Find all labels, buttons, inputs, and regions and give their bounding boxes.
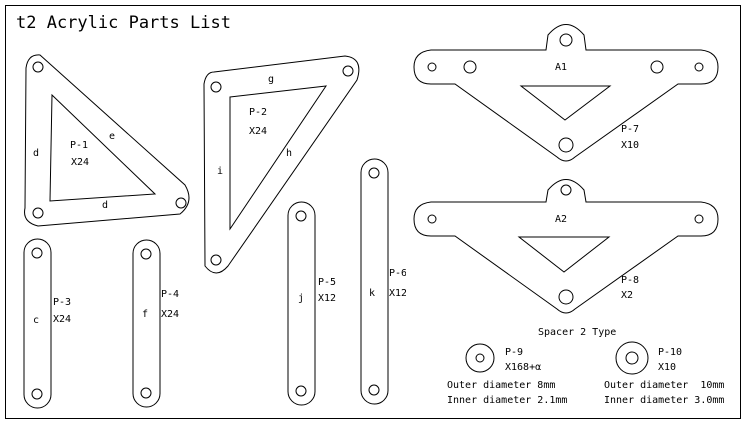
- spacer-heading: Spacer 2 Type: [538, 327, 616, 338]
- part-p4-hole: [140, 248, 152, 260]
- part-p9-inner-circle: [475, 353, 485, 363]
- part-p7: A1 P-7 X10: [413, 24, 719, 162]
- part-p7-tag: A1: [555, 62, 567, 73]
- part-p8-hole: [558, 289, 574, 305]
- part-p1-hole: [32, 61, 44, 73]
- part-p2: P-2 X24 g h i: [203, 55, 360, 274]
- part-p4: f P-4 X24: [132, 239, 179, 408]
- part-p8-tag: A2: [555, 214, 567, 225]
- part-p2-qty: X24: [249, 126, 267, 137]
- part-p5-hole: [295, 210, 307, 222]
- part-p1: P-1 X24 d e d: [24, 54, 190, 227]
- part-p2-cutout: [229, 85, 328, 231]
- part-p9-name: P-9: [505, 347, 523, 358]
- part-p2-name: P-2: [249, 107, 267, 118]
- part-p7-cutout: [519, 85, 612, 121]
- part-p10-inner-circle: [625, 351, 639, 365]
- part-p5-hole: [295, 385, 307, 397]
- part-p6-edge-label: k: [369, 288, 375, 299]
- part-p2-hole: [210, 254, 222, 266]
- part-p7-hole: [558, 137, 574, 153]
- part-p8-hole: [427, 214, 437, 224]
- part-p4-name: P-4: [161, 289, 179, 300]
- part-p2-hole: [210, 81, 222, 93]
- part-p7-hole: [650, 60, 664, 74]
- part-p10-name: P-10: [658, 347, 682, 358]
- part-p5: j P-5 X12: [287, 201, 336, 406]
- part-p6-name: P-6: [389, 268, 407, 279]
- part-p5-outline: [287, 201, 316, 406]
- part-p1-edge-label: d: [33, 148, 39, 159]
- part-p6-hole: [368, 167, 380, 179]
- part-p4-qty: X24: [161, 309, 179, 320]
- part-p7-hole: [463, 60, 477, 74]
- part-p10: P-10 X10 Outer diameter 10mm Inner diame…: [604, 341, 724, 406]
- part-p1-qty: X24: [71, 157, 89, 168]
- part-p1-edge-label: d: [102, 200, 108, 211]
- part-p10-inner-diameter: Inner diameter 3.0mm: [604, 395, 724, 406]
- part-p7-hole: [694, 62, 704, 72]
- part-p1-name: P-1: [70, 140, 88, 151]
- part-p5-name: P-5: [318, 277, 336, 288]
- part-p2-hole: [342, 65, 354, 77]
- part-p1-hole: [175, 197, 187, 209]
- part-p7-name: P-7: [621, 124, 639, 135]
- part-p3: c P-3 X24: [23, 238, 71, 409]
- part-p4-outline: [132, 239, 161, 408]
- part-p5-qty: X12: [318, 293, 336, 304]
- part-p3-edge-label: c: [33, 315, 39, 326]
- part-p1-hole: [32, 207, 44, 219]
- part-p1-edge-label: e: [109, 131, 115, 142]
- part-p10-outer-diameter: Outer diameter 10mm: [604, 380, 724, 391]
- page-title: t2 Acrylic Parts List: [16, 13, 231, 33]
- part-p7-hole: [559, 33, 573, 47]
- part-p2-edge-label: i: [217, 166, 223, 177]
- part-p9-outer-diameter: Outer diameter 8mm: [447, 380, 555, 391]
- part-p9-qty: X168+α: [505, 362, 541, 373]
- part-p8-hole: [694, 214, 704, 224]
- part-p8-hole: [560, 184, 572, 196]
- part-p8-cutout: [517, 236, 611, 273]
- part-p4-hole: [140, 387, 152, 399]
- part-p3-qty: X24: [53, 314, 71, 325]
- part-p8-qty: X2: [621, 290, 633, 301]
- part-p3-hole: [31, 247, 43, 259]
- part-p5-edge-label: j: [298, 293, 304, 304]
- part-p4-edge-label: f: [142, 309, 148, 320]
- part-p7-qty: X10: [621, 140, 639, 151]
- part-p6: k P-6 X12: [360, 158, 407, 405]
- part-p3-hole: [31, 388, 43, 400]
- part-p1-cutout: [49, 93, 157, 202]
- part-p10-qty: X10: [658, 362, 676, 373]
- part-p6-hole: [368, 384, 380, 396]
- part-p3-outline: [23, 238, 52, 409]
- part-p2-edge-label: h: [286, 148, 292, 159]
- part-p3-name: P-3: [53, 297, 71, 308]
- part-p9: P-9 X168+α Outer diameter 8mm Inner diam…: [447, 343, 567, 406]
- part-p9-inner-diameter: Inner diameter 2.1mm: [447, 395, 567, 406]
- part-p7-hole: [427, 62, 437, 72]
- part-p6-qty: X12: [389, 288, 407, 299]
- part-p8: A2 P-8 X2: [413, 179, 719, 314]
- part-p8-name: P-8: [621, 275, 639, 286]
- part-p2-edge-label: g: [268, 74, 274, 85]
- part-p6-outline: [360, 158, 389, 405]
